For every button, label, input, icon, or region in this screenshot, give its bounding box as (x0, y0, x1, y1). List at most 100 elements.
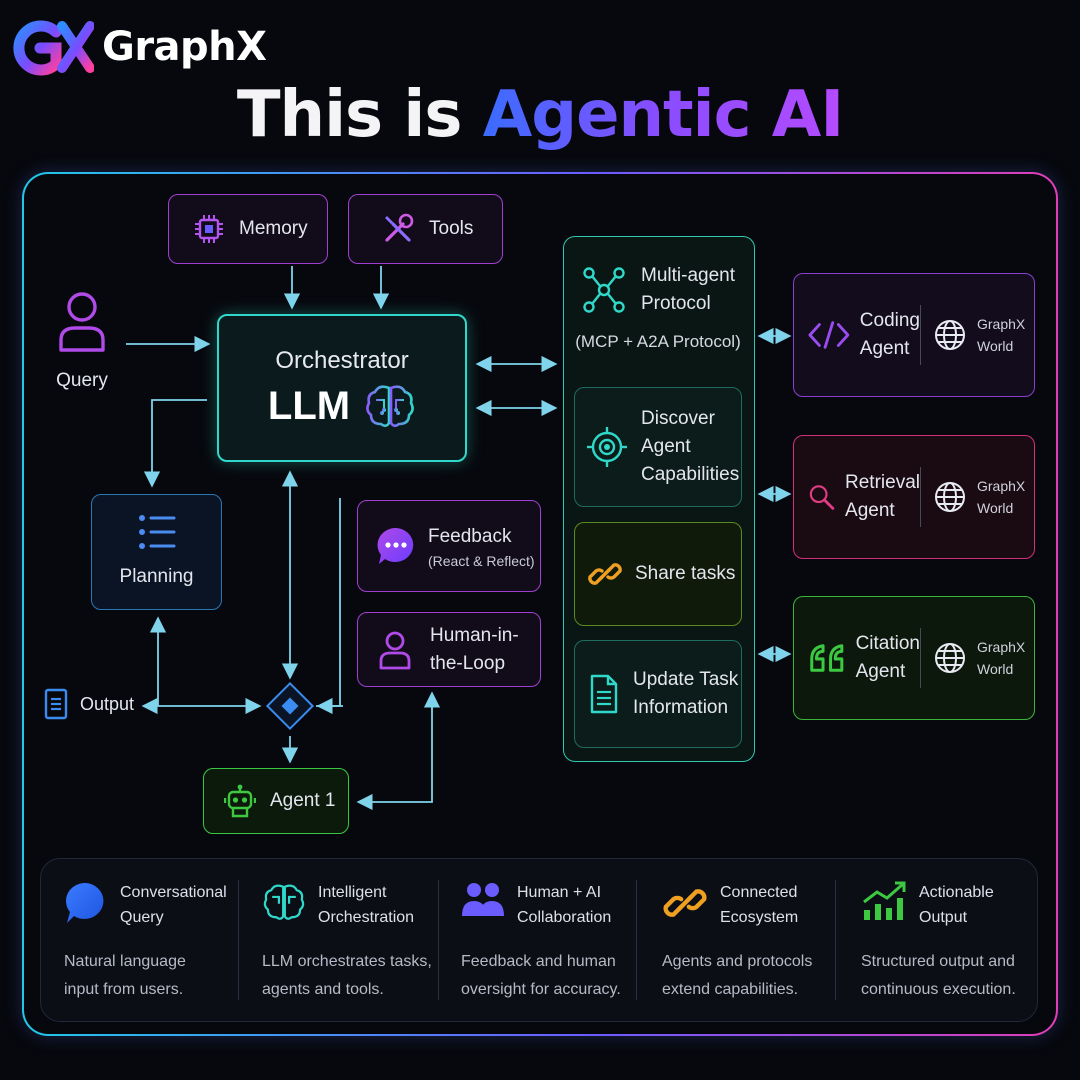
update-task-information-cell[interactable]: Update Task Information (574, 640, 742, 748)
citation-world-line2: World (977, 661, 1014, 677)
feature-connected-ecosystem: Connected Ecosystem Agents and protocols… (662, 880, 837, 1004)
protocol-title-line2: Protocol (641, 293, 711, 314)
link-icon (588, 563, 622, 585)
coding-agent-card[interactable]: Coding Agent GraphX World (793, 273, 1035, 397)
retrieval-world-line2: World (977, 500, 1014, 516)
robot-icon (224, 784, 256, 818)
chat-bubble-icon (66, 882, 104, 923)
user-icon (59, 292, 105, 352)
query-node[interactable]: Query (50, 290, 114, 395)
agent-1-node[interactable]: Agent 1 (203, 768, 349, 834)
title-accent: Agentic AI (482, 78, 844, 152)
tools-node[interactable]: Tools (348, 194, 503, 264)
feature-title-line1: Human + AI (517, 884, 602, 901)
title-prefix: This is (236, 78, 483, 152)
feature-divider (636, 880, 637, 1000)
update-task-line1: Update Task (633, 669, 739, 690)
retrieval-agent-card[interactable]: Retrieval Agent GraphX World (793, 435, 1035, 559)
protocol-header: Multi-agent Protocol (MCP + A2A Protocol… (563, 262, 753, 352)
feature-title-line1: Connected (720, 884, 798, 901)
citation-world-line1: GraphX (977, 639, 1026, 655)
hitl-label-line1: Human-in- (430, 624, 519, 646)
feature-conversational-query: Conversational Query Natural language in… (64, 880, 239, 1004)
code-icon (808, 321, 850, 349)
feature-desc-line2: agents and tools. (262, 981, 384, 998)
network-icon (583, 267, 625, 313)
brain-icon (366, 385, 414, 428)
llm-label: LLM (267, 383, 351, 428)
orchestrator-label: Orchestrator (275, 347, 409, 374)
hitl-label-line2: the-Loop (430, 652, 506, 674)
feature-desc-line2: extend capabilities. (662, 981, 799, 998)
target-icon (587, 427, 627, 467)
orchestrator-llm-node[interactable]: Orchestrator LLM (217, 314, 467, 462)
link-icon (663, 889, 707, 917)
memory-node[interactable]: Memory (168, 194, 328, 264)
feature-intelligent-orchestration: Intelligent Orchestration LLM orchestrat… (262, 880, 437, 1004)
globe-icon (935, 320, 965, 350)
feature-desc-line1: LLM orchestrates tasks, (262, 953, 432, 970)
protocol-subtitle: (MCP + A2A Protocol) (575, 332, 741, 351)
citation-agent-line1: Citation (855, 633, 920, 654)
coding-world-line1: GraphX (977, 316, 1026, 332)
planning-node[interactable]: Planning (91, 494, 222, 610)
output-label: Output (80, 694, 135, 714)
feature-title-line1: Actionable (919, 884, 994, 901)
human-in-the-loop-node[interactable]: Human-in- the-Loop (357, 612, 541, 687)
share-tasks-cell[interactable]: Share tasks (574, 522, 742, 626)
feature-desc-line2: continuous execution. (861, 981, 1016, 998)
share-tasks-label: Share tasks (635, 563, 736, 584)
feature-title-line2: Orchestration (318, 909, 415, 926)
document-icon (44, 688, 68, 720)
discover-line2: Agent (641, 436, 691, 457)
discover-capabilities-cell[interactable]: Discover Agent Capabilities (574, 387, 742, 507)
feature-human-ai-collaboration: Human + AI Collaboration Feedback and hu… (461, 880, 636, 1004)
decision-diamond (265, 681, 315, 731)
graphx-logo: GraphX (12, 16, 272, 78)
retrieval-agent-line1: Retrieval (845, 472, 920, 493)
file-icon (590, 674, 618, 714)
feature-desc-line2: input from users. (64, 981, 184, 998)
brain-icon (263, 884, 305, 920)
feature-title-line2: Output (919, 909, 968, 926)
feedback-node[interactable]: Feedback (React & Reflect) (357, 500, 541, 592)
feature-divider (438, 880, 439, 1000)
feedback-label: Feedback (428, 526, 512, 547)
feature-title-line2: Ecosystem (720, 909, 799, 926)
coding-agent-line2: Agent (859, 338, 910, 359)
discover-line1: Discover (641, 408, 715, 429)
people-icon (462, 883, 504, 916)
coding-world-line2: World (977, 338, 1014, 354)
feature-title-line1: Conversational (120, 884, 227, 901)
divider (920, 467, 921, 527)
feature-actionable-output: Actionable Output Structured output and … (861, 880, 1036, 1004)
feature-desc-line1: Natural language (64, 953, 186, 970)
update-task-line2: Information (633, 697, 729, 718)
feedback-sublabel: (React & Reflect) (428, 553, 535, 569)
query-label: Query (56, 370, 108, 391)
protocol-title-line1: Multi-agent (641, 265, 735, 286)
coding-agent-line1: Coding (859, 310, 920, 331)
tools-icon (385, 213, 414, 242)
divider (920, 305, 921, 365)
chat-bubble-icon (377, 527, 414, 564)
memory-label: Memory (239, 218, 308, 239)
globe-icon (935, 643, 965, 673)
chip-icon (195, 215, 223, 243)
output-node[interactable]: Output (44, 688, 134, 720)
graphx-logo-mark-icon (13, 20, 94, 76)
tools-label: Tools (429, 218, 474, 239)
feature-divider (238, 880, 239, 1000)
brand-name: GraphX (102, 24, 267, 70)
feature-divider (835, 880, 836, 1000)
discover-line3: Capabilities (641, 464, 740, 485)
agent-1-label: Agent 1 (270, 790, 336, 811)
feature-desc-line1: Structured output and (861, 953, 1015, 970)
retrieval-agent-line2: Agent (845, 500, 895, 521)
citation-agent-line2: Agent (855, 661, 906, 682)
growth-chart-icon (863, 881, 906, 920)
quote-icon (810, 644, 844, 672)
citation-agent-card[interactable]: Citation Agent GraphX World (793, 596, 1035, 720)
list-icon (138, 515, 175, 549)
